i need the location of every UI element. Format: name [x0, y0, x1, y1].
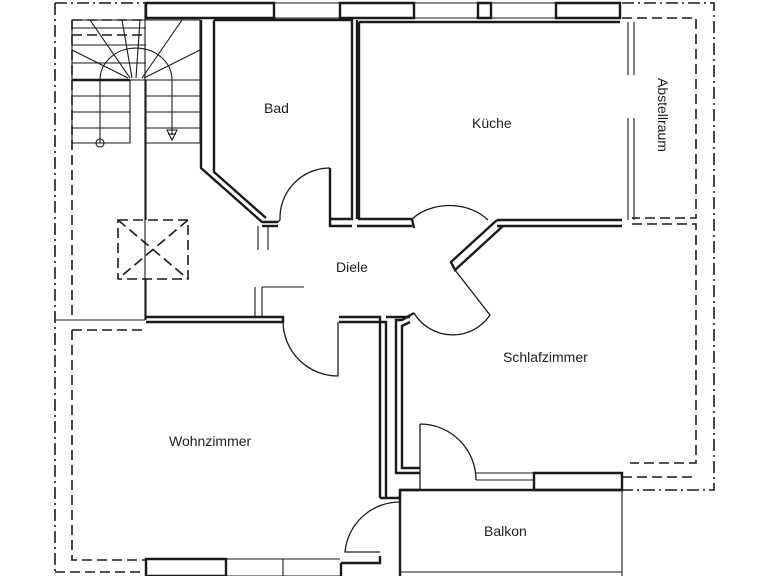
diele-walls: [146, 286, 410, 498]
top-wall: [144, 1, 622, 20]
door-swing-icon: [411, 204, 489, 221]
outer-boundary: [54, 2, 715, 573]
kueche-walls: [357, 20, 635, 229]
inner-dashed-lines: [55, 3, 697, 561]
room-label-bad: Bad: [264, 100, 289, 116]
room-label-kueche: Küche: [472, 115, 512, 131]
door-swing-icon: [282, 321, 339, 377]
wohnzimmer-walls: [144, 488, 623, 576]
door-swing-icon: [413, 269, 491, 336]
room-label-schlafzimmer: Schlafzimmer: [503, 349, 588, 365]
room-label-abstellraum: Abstellraum: [655, 78, 671, 152]
room-label-wohnzimmer: Wohnzimmer: [169, 433, 252, 449]
stair-arrow-icon: [166, 129, 178, 142]
stair-start-icon: [95, 138, 105, 148]
door-swing-icon: [419, 423, 477, 490]
door-swing-icon: [277, 167, 331, 223]
staircase: [71, 19, 201, 148]
doors: [277, 167, 491, 553]
chimney-shaft: [117, 143, 189, 320]
bad-walls: [199, 18, 359, 250]
room-labels: Bad Küche Diele Schlafzimmer Wohnzimmer …: [169, 78, 671, 539]
door-swing-icon: [344, 501, 401, 553]
room-label-diele: Diele: [336, 259, 368, 275]
room-label-balkon: Balkon: [484, 523, 527, 539]
